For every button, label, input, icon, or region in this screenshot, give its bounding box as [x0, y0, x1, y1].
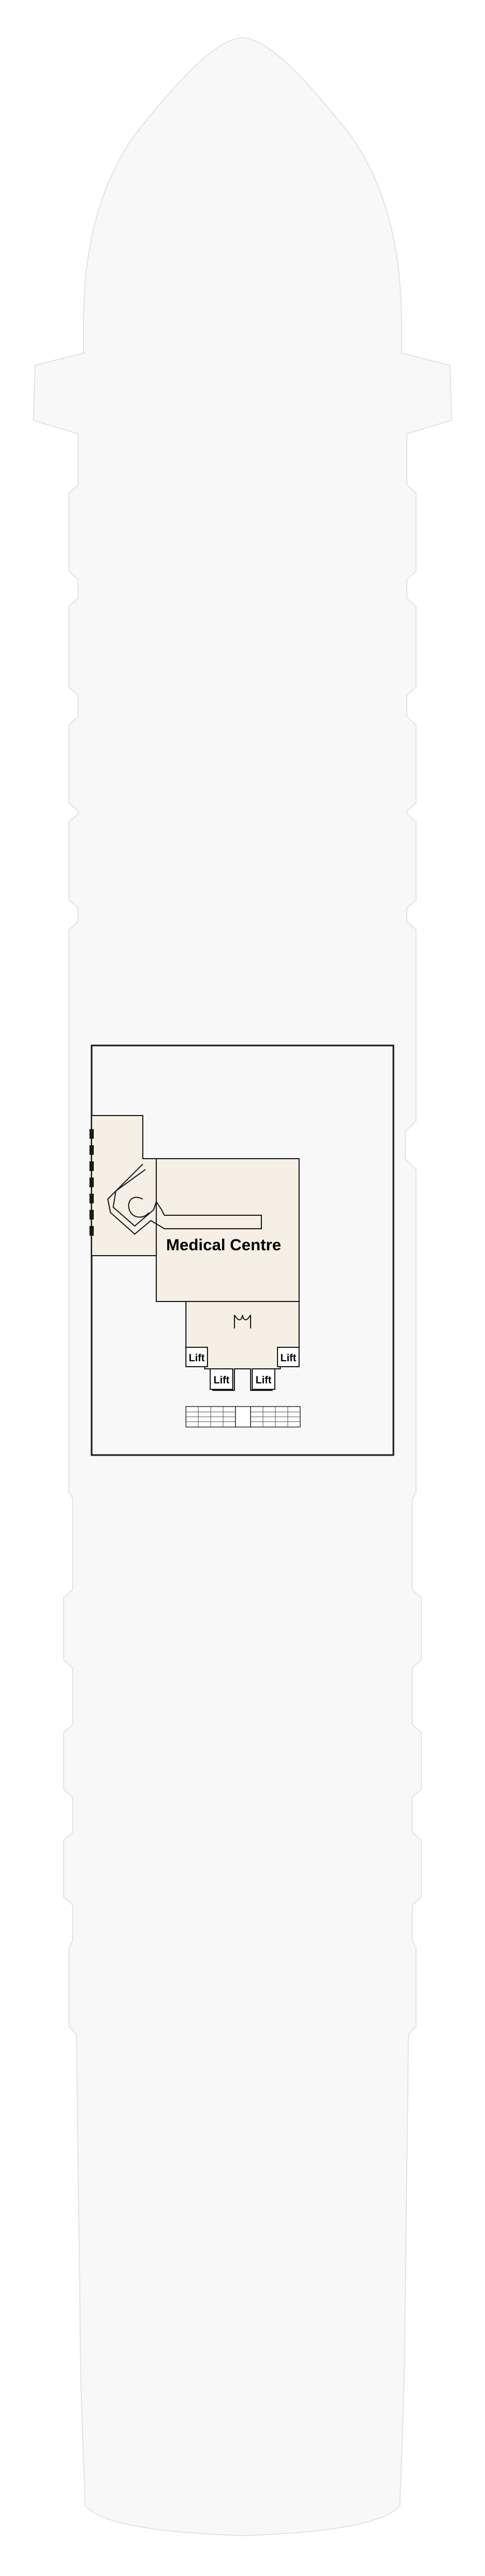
lift-1: Lift: [185, 1347, 208, 1367]
lift-4: Lift: [252, 1368, 275, 1390]
lift-label: Lift: [189, 1353, 205, 1364]
interior-curl: [128, 1196, 149, 1218]
staircase: [185, 1406, 301, 1428]
lift-label: Lift: [255, 1375, 272, 1386]
interior-corridor: [107, 1164, 262, 1235]
lift-label: Lift: [280, 1353, 296, 1364]
medical-centre-room: [143, 1158, 300, 1302]
door-marker: [234, 1314, 251, 1328]
lift-label: Lift: [213, 1375, 230, 1386]
lift-3: Lift: [210, 1368, 233, 1390]
side-openings: [89, 1129, 94, 1236]
lift-2: Lift: [277, 1347, 300, 1367]
room-label-medical: Medical Centre: [166, 1236, 281, 1254]
